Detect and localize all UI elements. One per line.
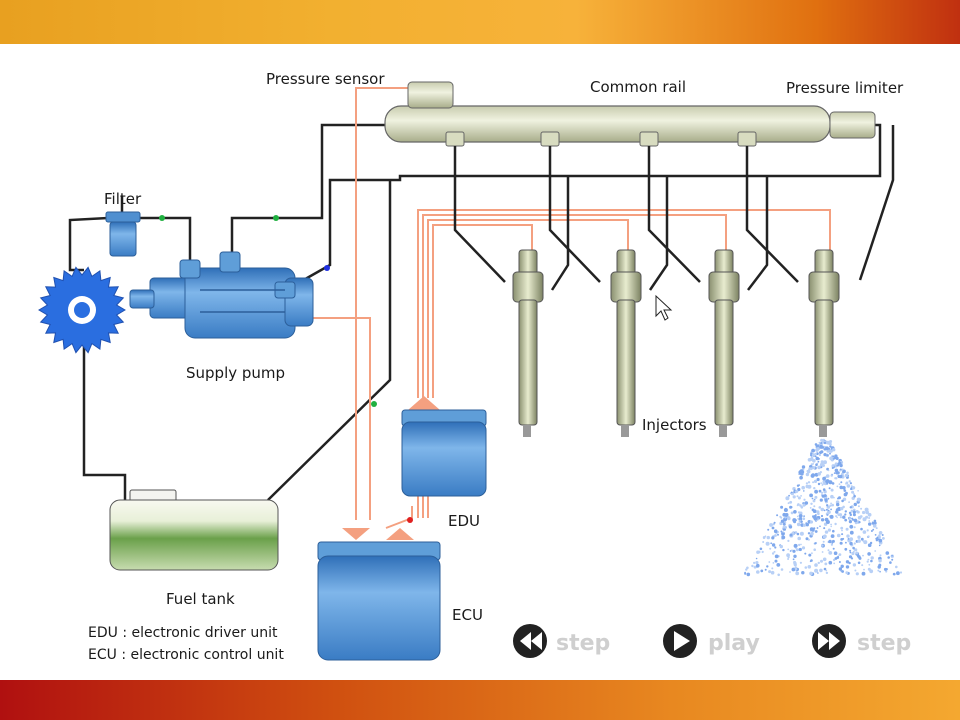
label-fuel-tank: Fuel tank bbox=[166, 590, 235, 608]
play-label: play bbox=[708, 631, 760, 656]
label-edu: EDU bbox=[448, 512, 480, 530]
legend-edu: EDU : electronic driver unit bbox=[88, 625, 278, 641]
mouse-cursor-icon bbox=[655, 294, 673, 321]
edu-unit bbox=[401, 409, 487, 497]
signal-arrow-edu bbox=[408, 396, 440, 410]
play-button[interactable]: play bbox=[663, 624, 760, 658]
step-back-label: step bbox=[556, 631, 610, 656]
legend-ecu: ECU : electronic control unit bbox=[88, 647, 284, 663]
common-rail-diagram: Pressure sensor Common rail Pressure lim… bbox=[38, 70, 911, 663]
fuel-lines bbox=[68, 123, 895, 505]
rewind-icon bbox=[520, 632, 542, 650]
pressure-limiter bbox=[829, 111, 876, 139]
signal-junction bbox=[407, 517, 413, 523]
label-ecu: ECU bbox=[452, 606, 483, 624]
injector-4 bbox=[808, 249, 840, 437]
label-pressure-sensor: Pressure sensor bbox=[266, 70, 385, 88]
supply-pump bbox=[129, 251, 314, 339]
play-icon bbox=[674, 631, 690, 651]
header-band bbox=[0, 0, 960, 44]
label-common-rail: Common rail bbox=[590, 78, 686, 96]
signal-lines bbox=[300, 87, 831, 529]
signal-arrow-ecu-left bbox=[342, 528, 370, 540]
step-forward-button[interactable]: step bbox=[812, 624, 911, 658]
fuel-spray bbox=[744, 438, 903, 577]
line-junctions bbox=[119, 215, 377, 511]
fast-forward-icon bbox=[818, 632, 840, 650]
label-injectors: Injectors bbox=[642, 416, 707, 434]
signal-arrow-ecu-right bbox=[386, 528, 414, 540]
step-back-button[interactable]: step bbox=[513, 624, 610, 658]
step-forward-label: step bbox=[857, 631, 911, 656]
label-filter: Filter bbox=[104, 190, 142, 208]
injector-2 bbox=[610, 249, 642, 437]
label-supply-pump: Supply pump bbox=[186, 364, 285, 382]
fuel-tank bbox=[109, 489, 279, 571]
pump-outlet-dot bbox=[324, 265, 330, 271]
gear-icon bbox=[38, 266, 126, 354]
injector-3 bbox=[708, 249, 740, 437]
common-rail bbox=[384, 81, 876, 147]
injector-1 bbox=[512, 249, 544, 437]
filter bbox=[105, 211, 141, 257]
footer-band bbox=[0, 680, 960, 720]
ecu-unit bbox=[317, 541, 441, 661]
injector-feed-lines bbox=[453, 146, 799, 291]
label-pressure-limiter: Pressure limiter bbox=[786, 79, 904, 97]
